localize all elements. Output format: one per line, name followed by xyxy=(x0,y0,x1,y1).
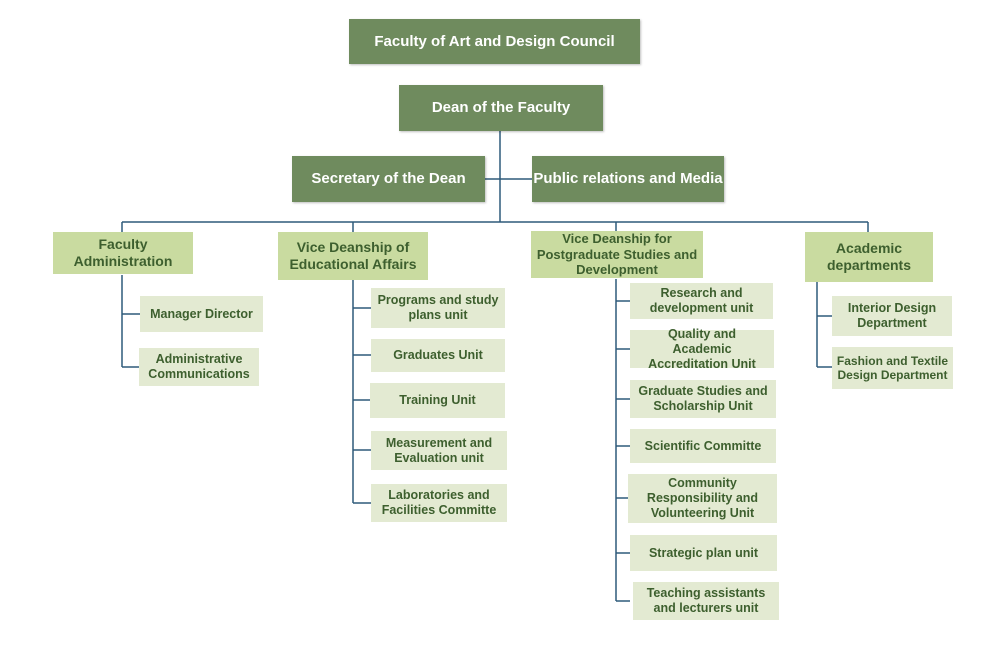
unit-box: Graduate Studies and Scholarship Unit xyxy=(630,380,776,418)
unit-box: Measurement and Evaluation unit xyxy=(371,431,507,470)
division-academic-departments: Academic departments xyxy=(805,232,933,282)
unit-box: Interior Design Department xyxy=(832,296,952,336)
unit-box: Strategic plan unit xyxy=(630,535,777,571)
division-educational-affairs: Vice Deanship of Educational Affairs xyxy=(278,232,428,280)
unit-box: Training Unit xyxy=(370,383,505,418)
council-box: Faculty of Art and Design Council xyxy=(349,19,640,64)
unit-box: Fashion and Textile Design Department xyxy=(832,347,953,389)
secretary-box: Secretary of the Dean xyxy=(292,156,485,202)
unit-box: Community Responsibility and Volunteerin… xyxy=(628,474,777,523)
division-postgraduate-studies: Vice Deanship for Postgraduate Studies a… xyxy=(531,231,703,278)
unit-box: Programs and study plans unit xyxy=(371,288,505,328)
unit-box: Research and development unit xyxy=(630,283,773,319)
unit-box: Manager Director xyxy=(140,296,263,332)
dean-box: Dean of the Faculty xyxy=(399,85,603,131)
unit-box: Teaching assistants and lecturers unit xyxy=(633,582,779,620)
unit-box: Graduates Unit xyxy=(371,339,505,372)
public-relations-box: Public relations and Media xyxy=(532,156,724,202)
unit-box: Laboratories and Facilities Committe xyxy=(371,484,507,522)
unit-box: Quality and Academic Accreditation Unit xyxy=(630,327,774,371)
unit-box: Administrative Communications xyxy=(139,348,259,386)
division-faculty-administration: Faculty Administration xyxy=(53,232,193,274)
unit-box: Scientific Committe xyxy=(630,429,776,463)
